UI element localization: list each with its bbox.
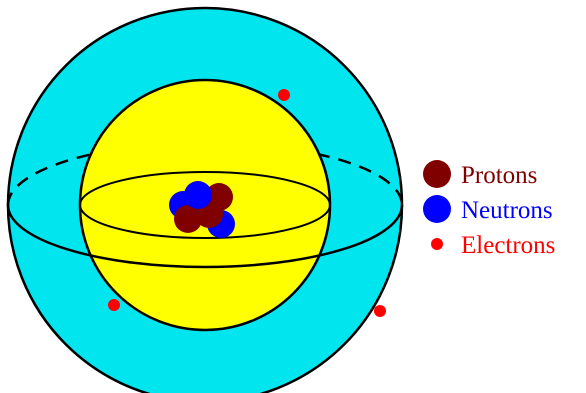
- neutron-particle: [184, 181, 212, 209]
- legend-proton-label: Protons: [461, 162, 537, 189]
- legend-proton-swatch: [423, 160, 451, 188]
- electrons: [108, 89, 386, 317]
- electron-particle: [278, 89, 290, 101]
- legend: Protons Neutrons Electrons: [423, 160, 555, 259]
- inner-equator-back: [79, 171, 331, 206]
- nucleus: [169, 181, 235, 238]
- inner-equator-front: [79, 204, 331, 239]
- legend-neutron-swatch: [423, 195, 451, 223]
- outer-equator-back: [6, 141, 404, 206]
- proton-particle: [174, 205, 202, 233]
- legend-neutron-label: Neutrons: [461, 197, 553, 224]
- electron-particle: [108, 299, 120, 311]
- outer-equator-front: [6, 204, 404, 269]
- legend-electron-swatch: [431, 238, 443, 250]
- electron-particle: [374, 305, 386, 317]
- legend-electron-label: Electrons: [461, 232, 555, 259]
